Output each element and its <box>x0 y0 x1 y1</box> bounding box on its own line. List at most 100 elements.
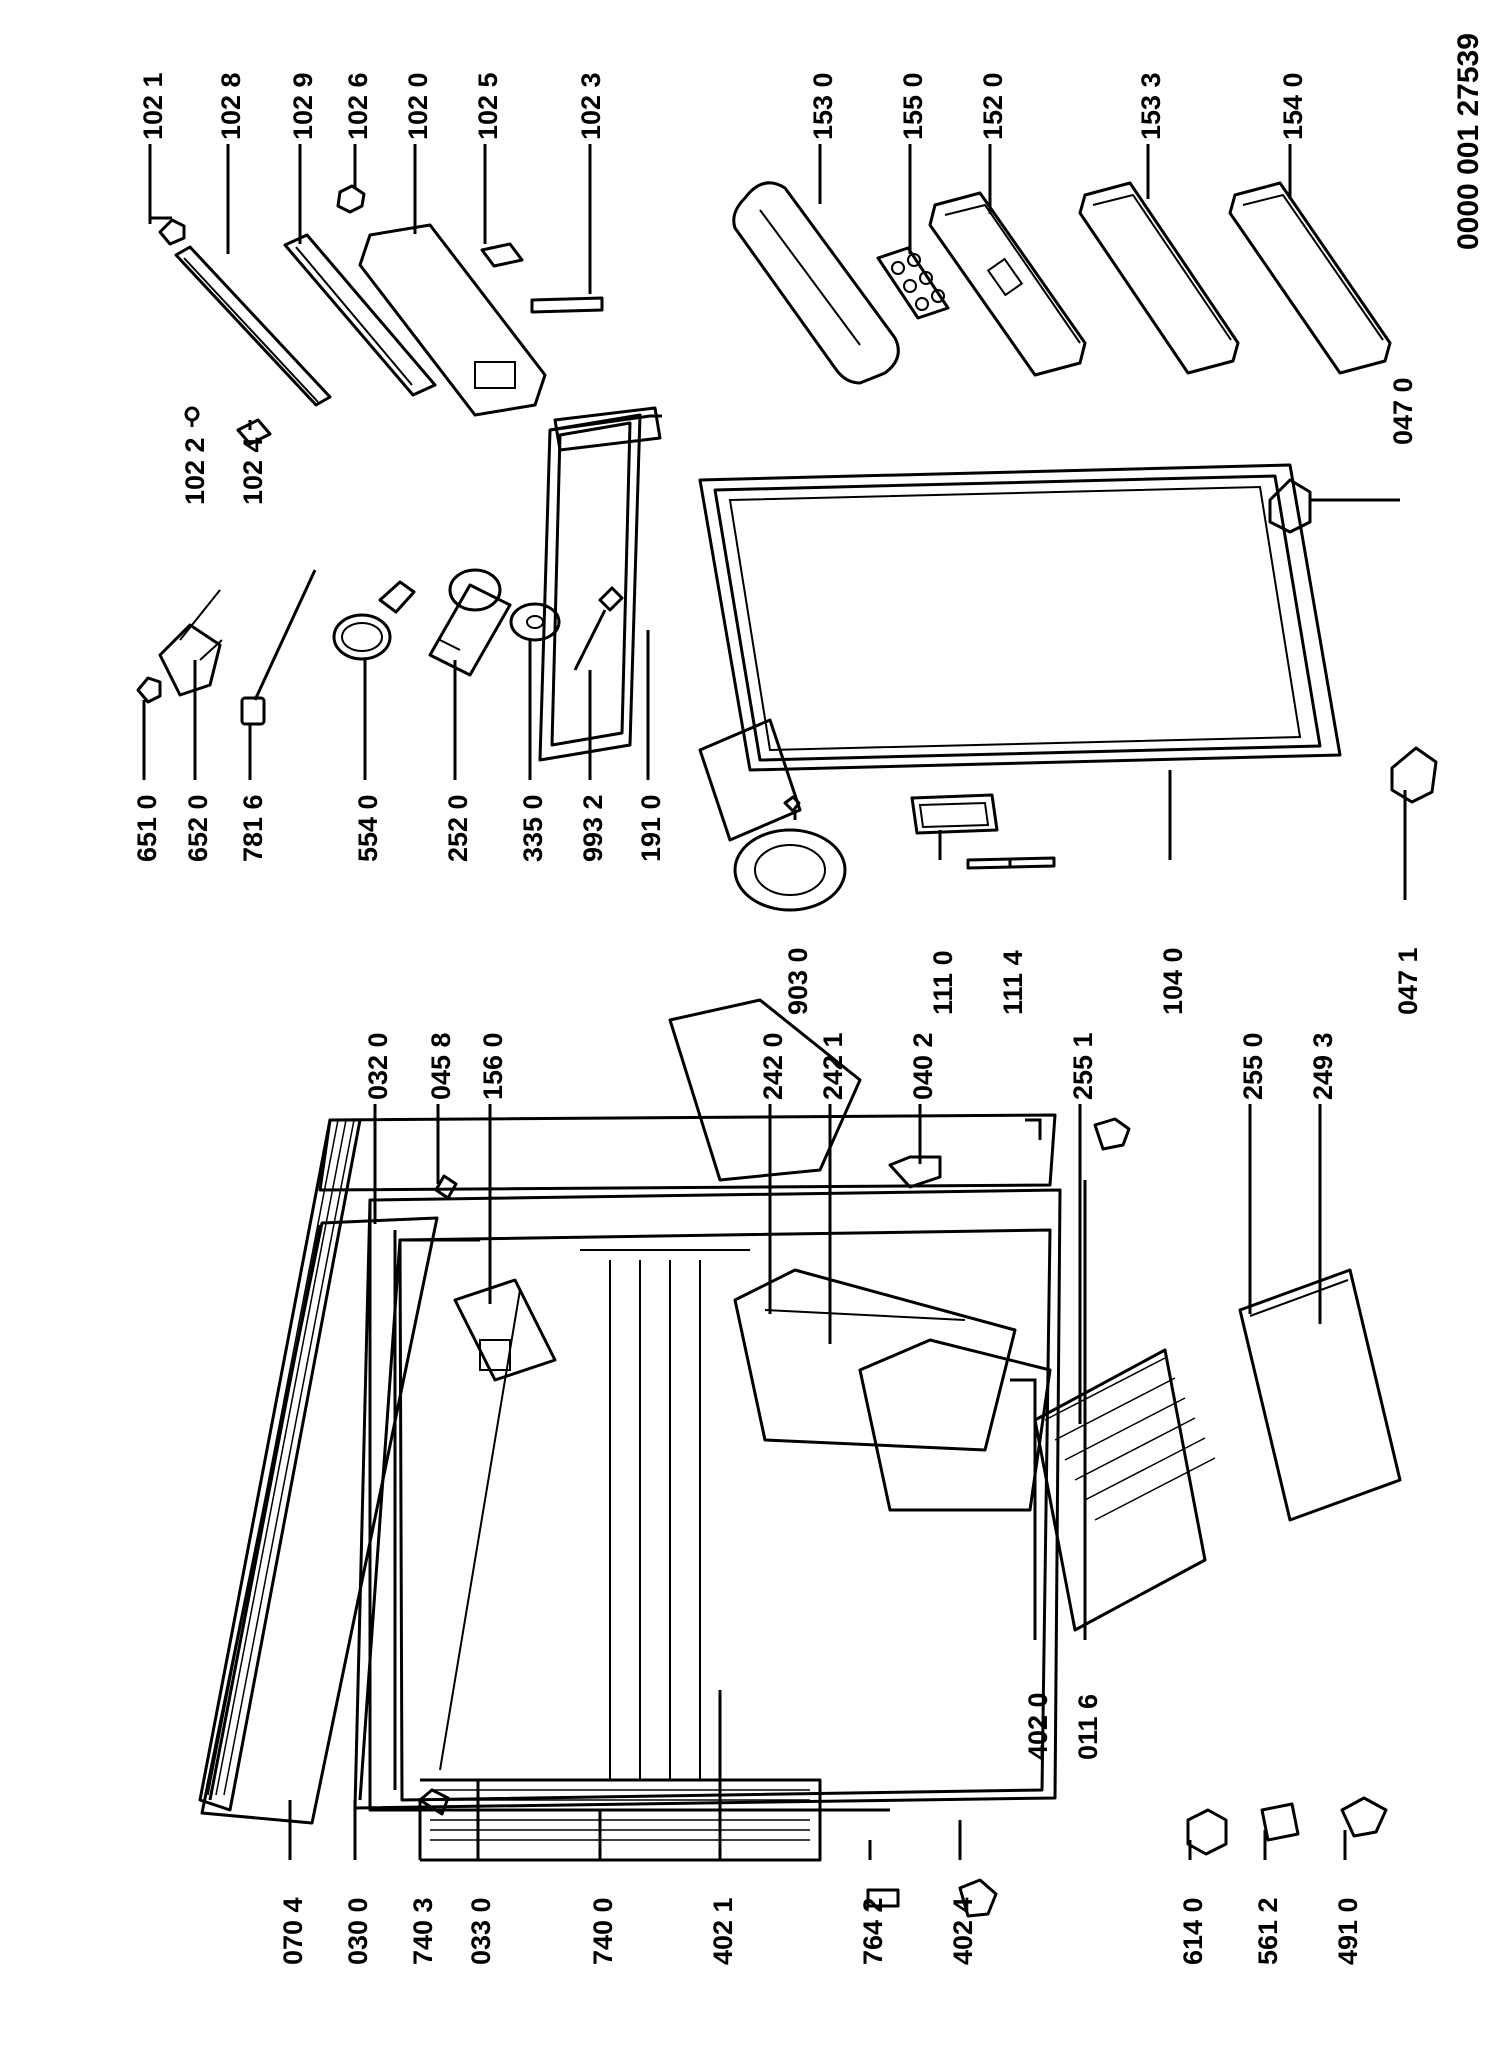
part-554-0 <box>332 580 416 661</box>
part-155-0 <box>876 246 950 320</box>
part-156-0 <box>453 1278 557 1382</box>
part-781-6 <box>240 569 317 726</box>
label-102-6: 102 6 <box>343 72 373 140</box>
part-104-0 <box>698 463 1342 772</box>
label-047-0: 047 0 <box>1388 377 1418 445</box>
part-252-0 <box>428 568 512 677</box>
label-335-0: 335 0 <box>518 794 548 862</box>
part-102-8 <box>174 245 332 407</box>
part-111-4 <box>966 856 1056 870</box>
label-011-6: 011 6 <box>1073 1694 1103 1760</box>
label-561-2: 561 2 <box>1253 1897 1283 1965</box>
label-032-0: 032 0 <box>363 1032 393 1100</box>
label-102-0: 102 0 <box>403 72 433 140</box>
label-993-2: 993 2 <box>578 794 608 862</box>
label-102-9: 102 9 <box>288 72 318 140</box>
part-033-0 <box>439 1289 521 1771</box>
label-070-4: 070 4 <box>278 1897 308 1965</box>
label-491-0: 491 0 <box>1333 1897 1363 1965</box>
part-011-6 <box>1093 1117 1131 1151</box>
part-491-0 <box>1340 1796 1388 1838</box>
part-402-0-compressor <box>668 828 862 1182</box>
part-153-0 <box>732 181 900 385</box>
part-102-0 <box>358 223 547 417</box>
part-032-0-frame <box>398 1228 1052 1802</box>
label-242-1: 242 1 <box>818 1032 848 1100</box>
part-045-8 <box>434 1174 458 1200</box>
label-030-0: 030 0 <box>343 1897 373 1965</box>
part-154-0 <box>1228 181 1392 375</box>
label-047-1: 047 1 <box>1393 947 1423 1015</box>
label-153-0: 153 0 <box>808 72 838 140</box>
part-652-0 <box>158 589 223 697</box>
label-033-0: 033 0 <box>466 1897 496 1965</box>
label-156-0: 156 0 <box>478 1032 508 1100</box>
label-154-0: 154 0 <box>1278 72 1308 140</box>
label-651-0: 651 0 <box>132 794 162 862</box>
leader-lines <box>142 144 1407 1860</box>
label-402-1: 402 1 <box>708 1897 738 1965</box>
part-labels: 102 1 102 8 102 9 102 6 102 0 102 5 102 … <box>132 72 1423 1965</box>
label-102-2: 102 2 <box>180 437 210 505</box>
part-764-2 <box>866 1888 900 1908</box>
document-number: 0000 001 27539 <box>1452 33 1485 250</box>
part-040-2 <box>888 1155 942 1189</box>
label-102-3: 102 3 <box>576 72 606 140</box>
part-335-0 <box>509 602 561 642</box>
label-102-1: 102 1 <box>138 72 168 140</box>
label-102-5: 102 5 <box>473 72 503 140</box>
label-104-0: 104 0 <box>1158 947 1188 1015</box>
part-242-1 <box>858 1338 1052 1512</box>
part-102-6 <box>336 184 366 214</box>
control-parts-group <box>136 568 624 726</box>
part-030-0 <box>358 1238 480 1801</box>
label-102-4: 102 4 <box>238 437 268 505</box>
part-614-0 <box>1186 1808 1228 1856</box>
part-102-2 <box>184 406 200 422</box>
label-152-0: 152 0 <box>978 72 1008 140</box>
label-252-0: 252 0 <box>443 794 473 862</box>
part-111-0 <box>910 793 999 835</box>
part-255-1 <box>1033 1348 1216 1632</box>
label-402-0: 402 0 <box>1023 1692 1053 1760</box>
cabinet-body <box>198 718 1402 1918</box>
part-153-3 <box>1078 181 1240 375</box>
label-040-2: 040 2 <box>908 1032 938 1100</box>
part-255-0 <box>1238 1268 1402 1522</box>
part-102-5 <box>480 242 524 268</box>
part-993-2 <box>573 586 624 671</box>
label-045-8: 045 8 <box>426 1032 456 1100</box>
label-740-0: 740 0 <box>588 1897 618 1965</box>
label-242-0: 242 0 <box>758 1032 788 1100</box>
part-740-3 <box>418 1788 450 1816</box>
label-155-0: 155 0 <box>898 72 928 140</box>
part-651-0 <box>136 676 162 704</box>
door-shelves-group <box>158 181 1392 417</box>
part-740-0-condenser <box>420 1778 822 1862</box>
part-102-3 <box>530 296 604 314</box>
part-561-2 <box>1260 1802 1300 1842</box>
part-047-1 <box>1390 746 1438 804</box>
label-764-2: 764 2 <box>858 1897 888 1965</box>
door-assembly <box>184 406 1438 870</box>
label-781-6: 781 6 <box>238 794 268 862</box>
label-402-4: 402 4 <box>948 1897 978 1965</box>
part-402-1 <box>698 718 802 842</box>
part-402-4 <box>958 1878 998 1918</box>
label-740-3: 740 3 <box>408 1897 438 1965</box>
label-554-0: 554 0 <box>353 794 383 862</box>
label-249-3: 249 3 <box>1308 1032 1338 1100</box>
part-047-0 <box>1268 478 1312 534</box>
part-242-0 <box>733 1268 1017 1452</box>
part-152-0 <box>928 191 1087 377</box>
label-614-0: 614 0 <box>1178 1897 1208 1965</box>
label-102-8: 102 8 <box>216 72 246 140</box>
label-111-4: 111 4 <box>998 950 1028 1015</box>
label-255-0: 255 0 <box>1238 1032 1268 1100</box>
label-903-0: 903 0 <box>783 947 813 1015</box>
label-191-0: 191 0 <box>636 794 666 862</box>
label-153-3: 153 3 <box>1136 72 1166 140</box>
part-102-1 <box>158 218 186 246</box>
label-255-1: 255 1 <box>1068 1032 1098 1100</box>
